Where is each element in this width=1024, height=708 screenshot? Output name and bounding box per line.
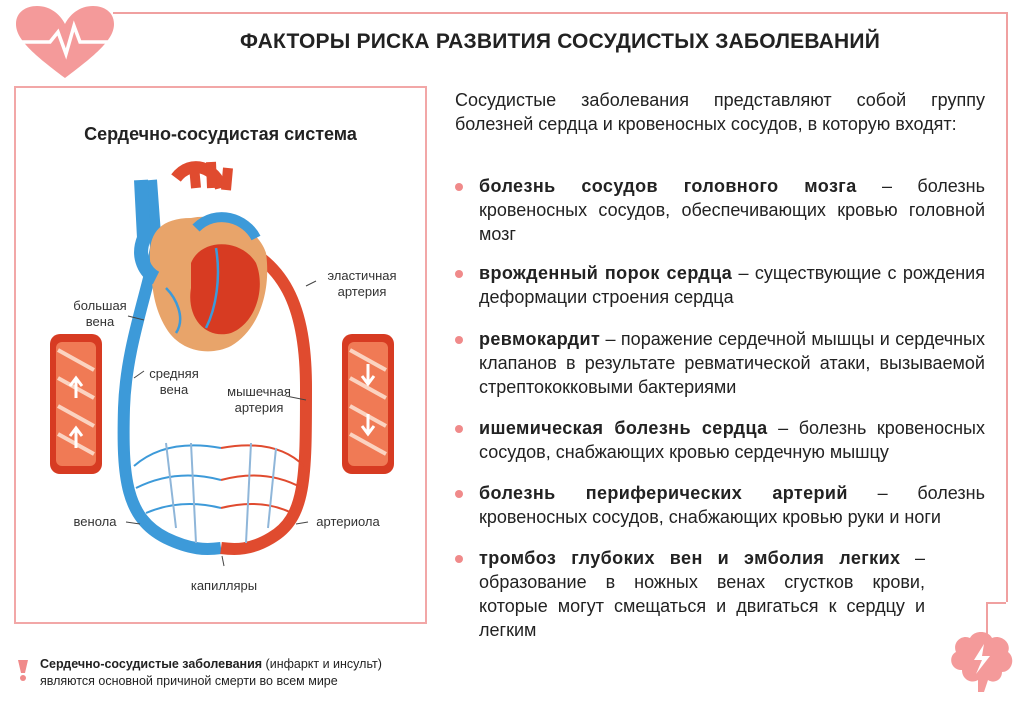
circulatory-system-illustration [50, 161, 394, 567]
item-desc: – существующие с рождения деформации стр… [479, 263, 985, 307]
item-term: тромбоз глубоких вен и эмболия легких [479, 548, 901, 568]
artery-vessel [219, 232, 313, 555]
intro-text: Сосудистые заболевания представляют собо… [455, 90, 985, 134]
frame-line-right [1006, 12, 1008, 602]
list-item: ревмокардит – поражение сердечной мышцы … [455, 327, 985, 399]
disease-list: болезнь сосудов головного мозга – болезн… [455, 174, 985, 642]
frame-line-step [986, 602, 1006, 604]
diagram-panel: Сердечно-сосудистая система [14, 86, 427, 624]
list-item: болезнь сосудов головного мозга – болезн… [455, 174, 985, 246]
item-desc: – поражение сердечной мышцы и сердечных … [479, 329, 985, 397]
footnote-text-2: являются основной причиной смерти во все… [40, 674, 338, 688]
item-term: ревмокардит [479, 329, 601, 349]
bullet-icon [455, 183, 463, 191]
item-desc: – болезнь кровеносных сосудов, снабжающи… [479, 483, 985, 527]
bullet-icon [455, 425, 463, 433]
brain-lightning-icon [951, 632, 1013, 692]
bullet-icon [455, 490, 463, 498]
heart-illustration [134, 161, 268, 352]
footnote-bold: Сердечно-сосудистые заболевания [40, 657, 263, 671]
frame-line-step-down [986, 602, 988, 642]
exclamation-icon [18, 660, 28, 681]
bullet-icon [455, 555, 463, 563]
list-item: болезнь периферических артерий – болезнь… [455, 481, 985, 529]
heart-pulse-icon [14, 6, 116, 78]
vein-vessel [117, 179, 222, 555]
bullet-icon [455, 270, 463, 278]
list-item: врожденный порок сердца – существующие с… [455, 261, 985, 309]
diagram-title: Сердечно-сосудистая система [84, 124, 357, 144]
list-item: тромбоз глубоких вен и эмболия легких – … [455, 546, 985, 642]
page-title: ФАКТОРЫ РИСКА РАЗВИТИЯ СОСУДИСТЫХ ЗАБОЛЕ… [239, 30, 880, 53]
label-venule: венола [73, 514, 117, 529]
list-item: ишемическая болезнь сердца – болезнь кро… [455, 416, 985, 464]
item-term: ишемическая болезнь сердца [479, 418, 768, 438]
footnote: Сердечно-сосудистые заболевания (инфаркт… [40, 656, 440, 690]
frame-line-top [113, 12, 1008, 14]
artery-cross-section [342, 334, 394, 474]
footnote-text: (инфаркт и инсульт) [262, 657, 382, 671]
label-capillaries: капилляры [190, 578, 258, 593]
bullet-icon [455, 336, 463, 344]
vein-cross-section [50, 334, 102, 474]
item-desc: – болезнь кровеносных сосудов, обеспечив… [479, 176, 985, 244]
item-desc: – образование в ножных венах сгустков кр… [479, 548, 926, 640]
item-desc: – болезнь кровеносных сосудов, снабжающи… [479, 418, 985, 462]
label-arteriole: артериола [316, 514, 380, 529]
capillary-network [133, 442, 305, 544]
item-term: болезнь сосудов головного мозга [479, 176, 857, 196]
item-term: врожденный порок сердца [479, 263, 733, 283]
item-term: болезнь периферических артерий [479, 483, 848, 503]
